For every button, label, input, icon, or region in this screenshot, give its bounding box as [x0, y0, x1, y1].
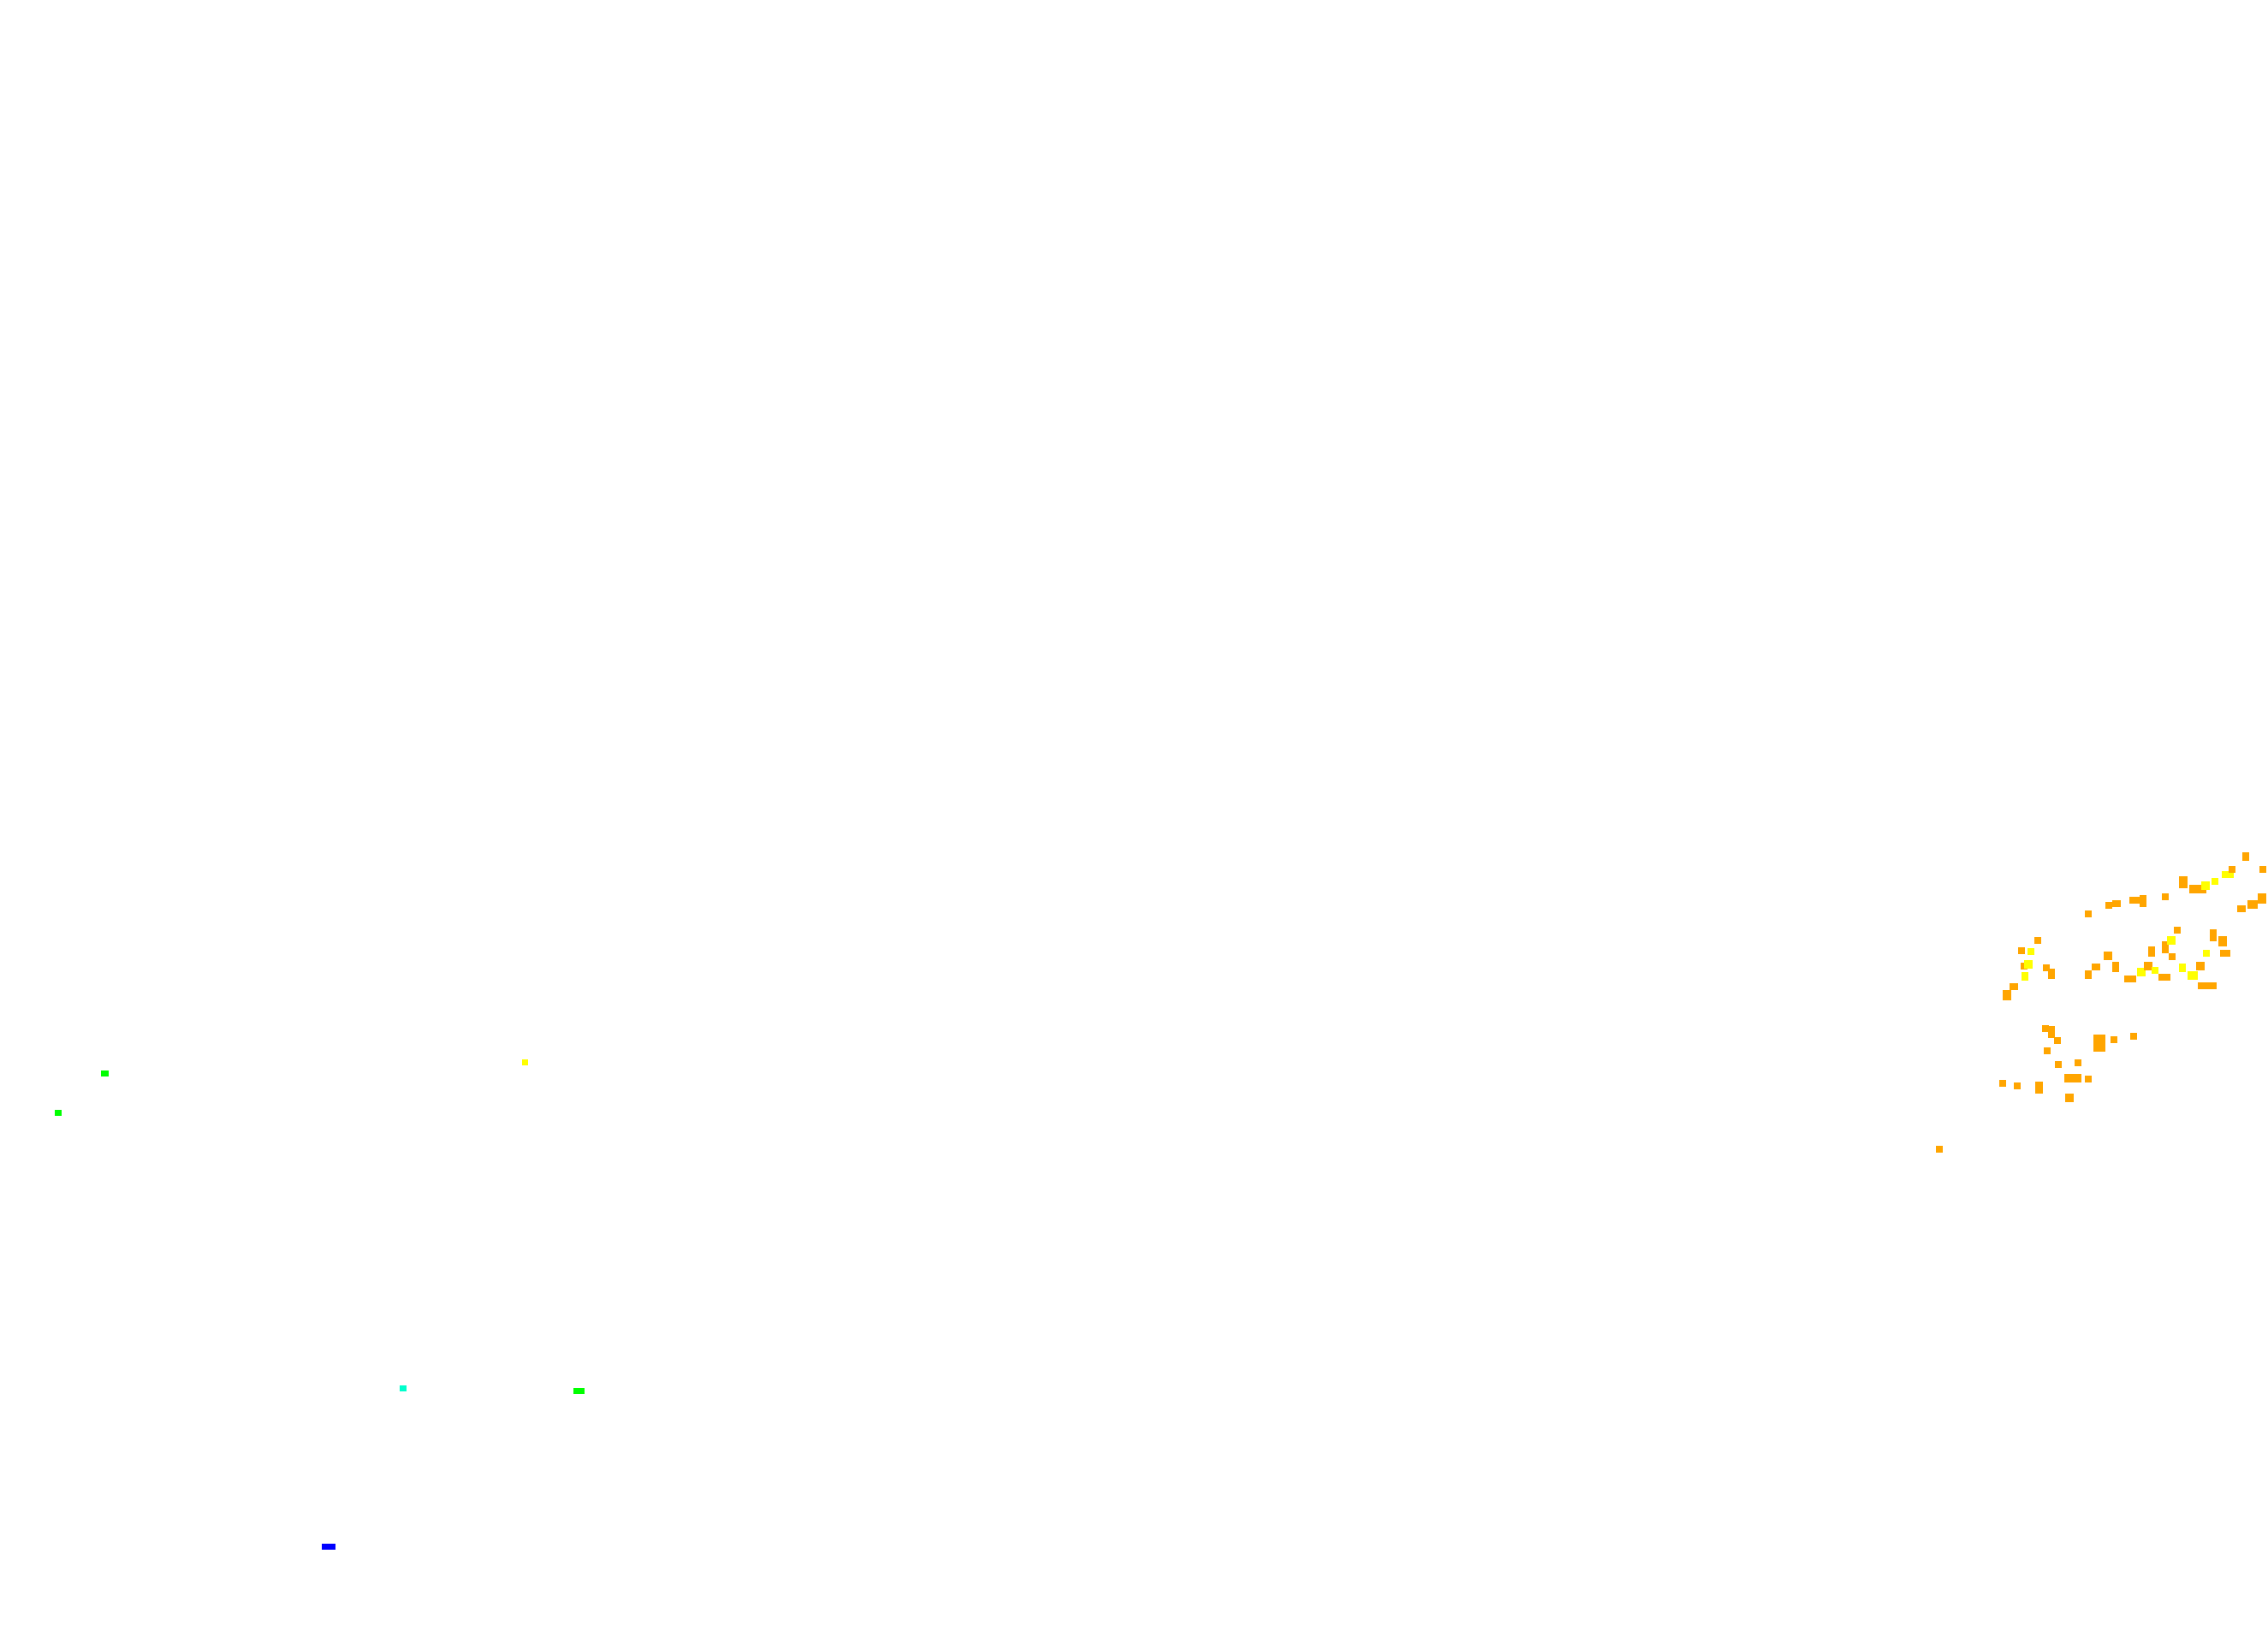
- map-cell-orange: [2124, 976, 2136, 982]
- map-cell-orange: [2043, 964, 2050, 971]
- map-cell-orange: [2179, 876, 2188, 888]
- map-cell-orange: [2218, 936, 2227, 946]
- map-cell-orange: [2148, 946, 2155, 957]
- map-cell-orange: [2259, 866, 2266, 873]
- map-cell-orange: [2130, 1033, 2137, 1040]
- map-cell-orange: [2229, 866, 2235, 873]
- map-cell-orange: [2085, 1076, 2092, 1082]
- map-cell-yellow: [2188, 971, 2198, 980]
- map-cell-yellow: [2028, 948, 2034, 955]
- map-cell-orange: [2258, 893, 2266, 904]
- map-cell-orange: [2158, 974, 2170, 981]
- map-cell-orange: [2054, 1037, 2061, 1044]
- map-cell-yellow: [2212, 878, 2218, 885]
- map-cell-yellow: [2024, 960, 2033, 969]
- map-cell-teal: [400, 1385, 407, 1391]
- map-cell-orange: [2144, 962, 2152, 970]
- map-cell-orange: [2242, 852, 2249, 861]
- map-cell-green: [573, 1388, 585, 1394]
- map-cell-blue: [322, 1544, 335, 1550]
- map-cell-orange: [2035, 1082, 2043, 1094]
- map-cell-orange: [2196, 962, 2205, 970]
- map-cell-yellow: [2022, 972, 2028, 981]
- map-cell-orange: [2129, 897, 2141, 904]
- map-cell-orange: [2093, 1035, 2105, 1052]
- map-cell-orange: [2048, 1026, 2055, 1038]
- map-cell-orange: [2162, 941, 2169, 953]
- map-cell-orange: [2065, 1094, 2074, 1102]
- map-cell-orange: [2075, 1059, 2081, 1066]
- map-cell-orange: [2189, 885, 2206, 893]
- map-cell-orange: [2237, 905, 2246, 912]
- map-cell-orange: [2085, 910, 2092, 917]
- map-cell-yellow: [2137, 968, 2146, 976]
- map-cell-orange: [2210, 929, 2217, 941]
- map-cell-orange: [2064, 1074, 2081, 1082]
- map-cell-orange: [2112, 900, 2121, 907]
- map-cell-orange: [1999, 1080, 2006, 1087]
- map-cell-orange: [2162, 893, 2169, 900]
- map-cell-yellow: [522, 1059, 528, 1065]
- map-cell-orange: [2018, 947, 2025, 954]
- map-cell-orange: [2092, 964, 2100, 970]
- map-cell-orange: [2104, 952, 2112, 960]
- map-cell-yellow: [2179, 964, 2186, 972]
- map-cell-orange: [2247, 900, 2258, 909]
- map-cell-orange: [2174, 927, 2181, 934]
- map-cell-orange: [2220, 950, 2230, 957]
- map-cell-yellow: [2152, 967, 2158, 974]
- map-cell-yellow: [2222, 871, 2234, 878]
- map-cell-orange: [1936, 1146, 1943, 1153]
- map-cell-orange: [2014, 1082, 2021, 1089]
- map-cell-orange: [2112, 962, 2119, 972]
- map-cell-orange: [2042, 1025, 2049, 1032]
- map-cell-yellow: [2201, 881, 2210, 890]
- map-cell-green: [55, 1110, 62, 1116]
- map-cell-orange: [2003, 990, 2011, 1000]
- map-cell-orange: [2198, 982, 2217, 989]
- map-cell-orange: [2048, 969, 2055, 979]
- map-cell-orange: [2034, 937, 2041, 944]
- data-cells: [55, 852, 2266, 1550]
- map-cell-yellow: [2167, 936, 2176, 945]
- map-cell-orange: [2044, 1047, 2051, 1054]
- map-cell-orange: [2169, 953, 2176, 960]
- map-cell-orange: [2085, 970, 2092, 979]
- map-cell-orange: [2010, 983, 2018, 990]
- map-cell-orange: [2055, 1061, 2062, 1068]
- map-cell-yellow: [2203, 950, 2210, 957]
- map-cell-green: [101, 1070, 109, 1076]
- map-cell-orange: [2111, 1036, 2117, 1043]
- map-cell-orange: [2140, 895, 2146, 907]
- map-cell-orange: [2105, 902, 2112, 909]
